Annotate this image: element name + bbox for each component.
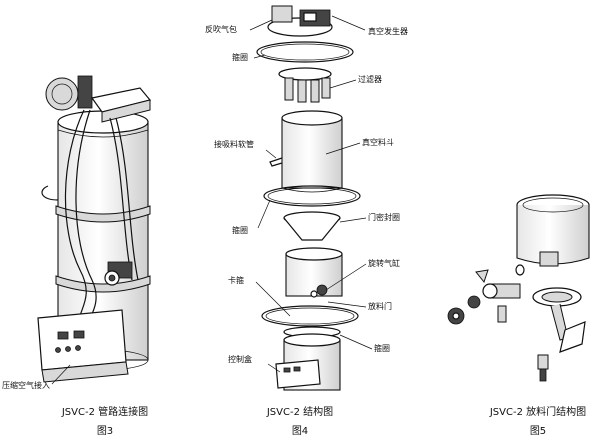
fig4-clamp-ring-2 [263, 185, 361, 207]
fig5-title: JSVC-2 放料门结构图 [489, 407, 587, 418]
fig4-clamp-ring-1 [256, 41, 354, 63]
label-rotary-cylinder: 旋转气缸 [368, 259, 400, 268]
label-clamp-ring-2: 箍圈 [232, 226, 248, 235]
label-door-seal-ring: 门密封圈 [368, 213, 400, 222]
fig3-control-box [37, 309, 127, 371]
label-discharge-door: 放料门 [368, 302, 392, 311]
label-blowback-bag: 反吹气包 [205, 25, 237, 34]
fig5-number: 图5 [529, 426, 547, 437]
fig3-air-tank [45, 77, 79, 111]
fig3-valve [77, 75, 93, 109]
fig3-assembly [37, 75, 152, 385]
fig3-clamp-band-1 [55, 205, 151, 223]
label-clamp-ring-1: 箍圈 [232, 53, 248, 62]
fig4-exploded [249, 5, 373, 391]
label-clamp-ring-3: 箍圈 [374, 344, 390, 353]
fig4-feed-pipe [269, 157, 283, 167]
label-feed-pipe: 接吸料软管 [214, 140, 254, 149]
fig4-rotary-cylinder [316, 284, 328, 296]
fig5-discharge-door [447, 194, 590, 382]
fig4-title: JSVC-2 结构图 [266, 407, 334, 418]
fig4-clamp-ring-3 [261, 305, 359, 327]
fig3-number: 图3 [96, 426, 114, 437]
fig4-number: 图4 [291, 426, 309, 437]
label-vacuum-hopper: 真空料斗 [362, 138, 394, 147]
label-control-box: 控制盒 [228, 355, 252, 364]
fig4-control-box [275, 359, 321, 389]
label-vacuum-generator: 真空发生器 [368, 27, 408, 36]
fig4-blowback-bag [271, 5, 293, 23]
label-clamp: 卡箍 [228, 276, 244, 285]
fig4-vacuum-hopper [281, 117, 343, 189]
fig4-filter-element [284, 77, 294, 101]
fig3-clamp-band-2 [55, 275, 151, 293]
fig5-pipe-stub [539, 251, 559, 267]
label-compressed-air-inlet: 压缩空气接入 [2, 381, 50, 390]
fig3-title: JSVC-2 管路连接图 [61, 407, 149, 418]
label-filter: 过滤器 [358, 75, 382, 84]
